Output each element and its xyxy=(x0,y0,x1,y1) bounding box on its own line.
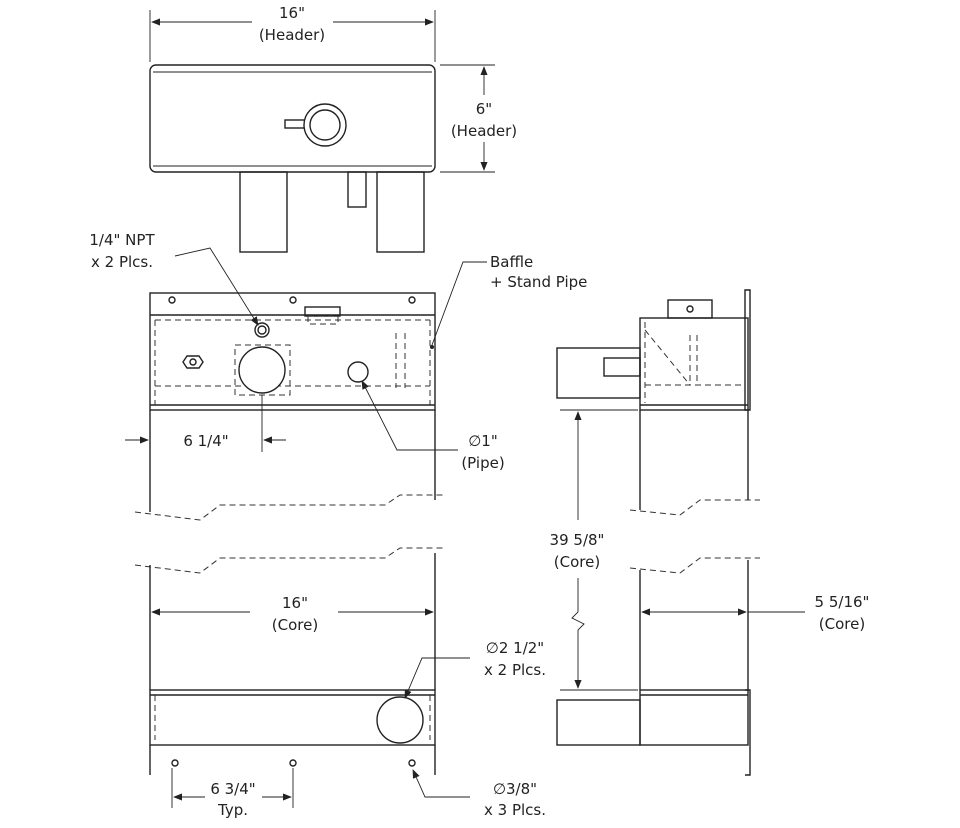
hole-qty: x 3 Plcs. xyxy=(484,801,546,819)
header-width-label: 16" xyxy=(279,4,305,22)
outlet-qty: x 2 Plcs. xyxy=(484,661,546,679)
side-view xyxy=(556,289,760,776)
core-width-label: 16" xyxy=(282,594,308,612)
header-height-label: 6" xyxy=(476,100,492,118)
pipe-callout: ∅1" (Pipe) xyxy=(361,380,505,472)
header-width-dimension: 16" (Header) xyxy=(149,4,436,62)
header-top-view xyxy=(149,64,436,253)
core-length-dimension: 39 5/8" (Core) xyxy=(550,409,638,691)
npt-callout: 1/4" NPT x 2 Plcs. xyxy=(89,231,259,326)
pipe-note: (Pipe) xyxy=(461,454,504,472)
header-height-dimension: 6" (Header) xyxy=(440,64,517,173)
npt-label: 1/4" NPT xyxy=(89,231,155,249)
core-width-dimension: 16" (Core) xyxy=(151,594,434,634)
hole-spacing-label: 6 3/4" xyxy=(210,780,255,798)
hole-dia-label: ∅3/8" xyxy=(493,780,537,798)
pipe-dia-label: ∅1" xyxy=(468,432,498,450)
core-length-label: 39 5/8" xyxy=(550,531,605,549)
offset-label: 6 1/4" xyxy=(183,432,228,450)
header-width-note: (Header) xyxy=(259,26,325,44)
baffle-callout: Baffle + Stand Pipe xyxy=(430,253,587,349)
core-length-note: (Core) xyxy=(554,553,600,571)
core-depth-label: 5 5/16" xyxy=(815,593,870,611)
front-view-bottom-tank xyxy=(149,689,436,775)
hole-spacing-dimension: 6 3/4" Typ. xyxy=(171,768,294,819)
outlet-callout: ∅2 1/2" x 2 Plcs. xyxy=(404,639,546,699)
core-lines xyxy=(134,410,445,690)
front-view-top-tank xyxy=(149,292,436,411)
core-depth-note: (Core) xyxy=(819,615,865,633)
npt-qty: x 2 Plcs. xyxy=(91,253,153,271)
baffle-note: + Stand Pipe xyxy=(490,273,587,291)
header-height-note: (Header) xyxy=(451,122,517,140)
hole-spacing-note: Typ. xyxy=(217,801,248,819)
core-width-note: (Core) xyxy=(272,616,318,634)
baffle-label: Baffle xyxy=(490,253,533,271)
hole-callout: ∅3/8" x 3 Plcs. xyxy=(412,769,546,819)
offset-dimension: 6 1/4" xyxy=(125,395,286,452)
core-depth-dimension: 5 5/16" (Core) xyxy=(641,593,870,633)
outlet-dia-label: ∅2 1/2" xyxy=(486,639,544,657)
